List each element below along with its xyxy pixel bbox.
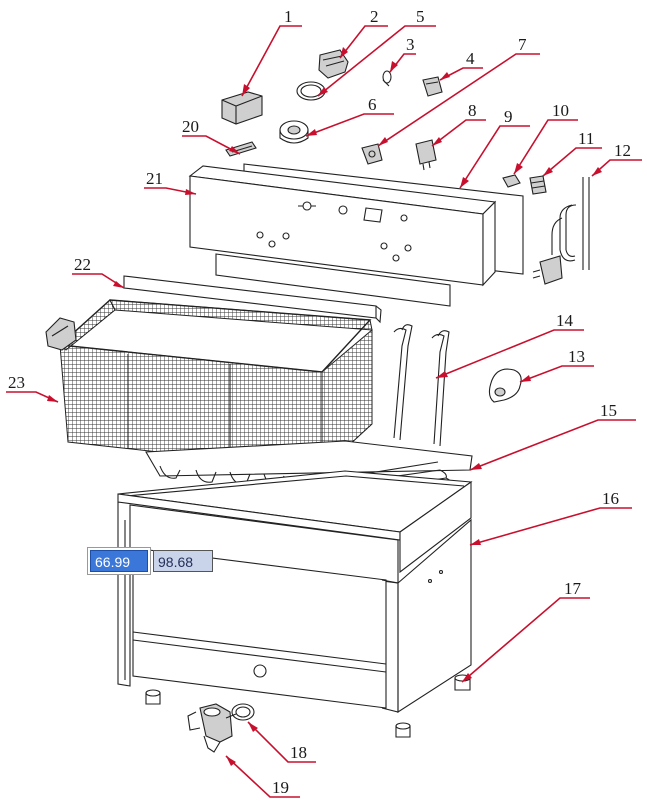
part-13-bracket <box>488 368 522 403</box>
part-18-washer <box>231 703 255 721</box>
part-5-ring <box>296 81 326 101</box>
part-4-switch <box>422 76 443 97</box>
part-21-control-housing <box>188 165 497 307</box>
measurement-field[interactable]: 98.68 <box>153 550 213 572</box>
part-11-cable-gland <box>529 175 547 195</box>
part-number-15: 15 <box>600 401 617 420</box>
part-number-21: 21 <box>146 169 163 188</box>
part-number-12: 12 <box>614 141 631 160</box>
part-number-19: 19 <box>272 778 289 797</box>
part-22-rail <box>123 275 382 324</box>
part-6-bushing <box>279 120 309 144</box>
part-23-frying-basket <box>45 299 373 472</box>
part-number-13: 13 <box>568 347 585 366</box>
part-8-pilot-light <box>415 139 437 171</box>
part-number-10: 10 <box>552 101 569 120</box>
measurement-field-selected[interactable]: 66.99 <box>90 550 148 572</box>
part-number-16: 16 <box>602 489 619 508</box>
part-19-drain-valve <box>187 703 237 753</box>
part-number-6: 6 <box>368 95 377 114</box>
part-3-screw <box>382 70 392 87</box>
part-7-thermostat <box>361 143 383 165</box>
part-number-7: 7 <box>518 35 527 54</box>
part-number-2: 2 <box>370 7 379 26</box>
part-number-5: 5 <box>416 7 425 26</box>
part-16-fryer-cabinet <box>117 470 473 714</box>
part-number-18: 18 <box>290 743 307 762</box>
part-17-foot <box>145 674 471 738</box>
part-number-1: 1 <box>284 7 293 26</box>
part-10-clip <box>502 174 521 188</box>
part-number-3: 3 <box>406 35 415 54</box>
part-12-power-cord <box>532 177 590 285</box>
part-numbers: 1 2 3 4 5 6 7 8 9 10 11 12 13 14 15 16 1… <box>8 7 631 797</box>
part-number-9: 9 <box>504 107 513 126</box>
leader-lines <box>6 25 642 798</box>
part-number-22: 22 <box>74 255 91 274</box>
part-number-11: 11 <box>578 129 594 148</box>
part-number-8: 8 <box>468 101 477 120</box>
part-number-20: 20 <box>182 117 199 136</box>
part-number-14: 14 <box>556 311 574 330</box>
part-14-element-tube <box>393 324 450 447</box>
part-number-17: 17 <box>564 579 582 598</box>
part-1-switch-box <box>221 91 263 125</box>
part-number-4: 4 <box>466 49 475 68</box>
part-number-23: 23 <box>8 373 25 392</box>
